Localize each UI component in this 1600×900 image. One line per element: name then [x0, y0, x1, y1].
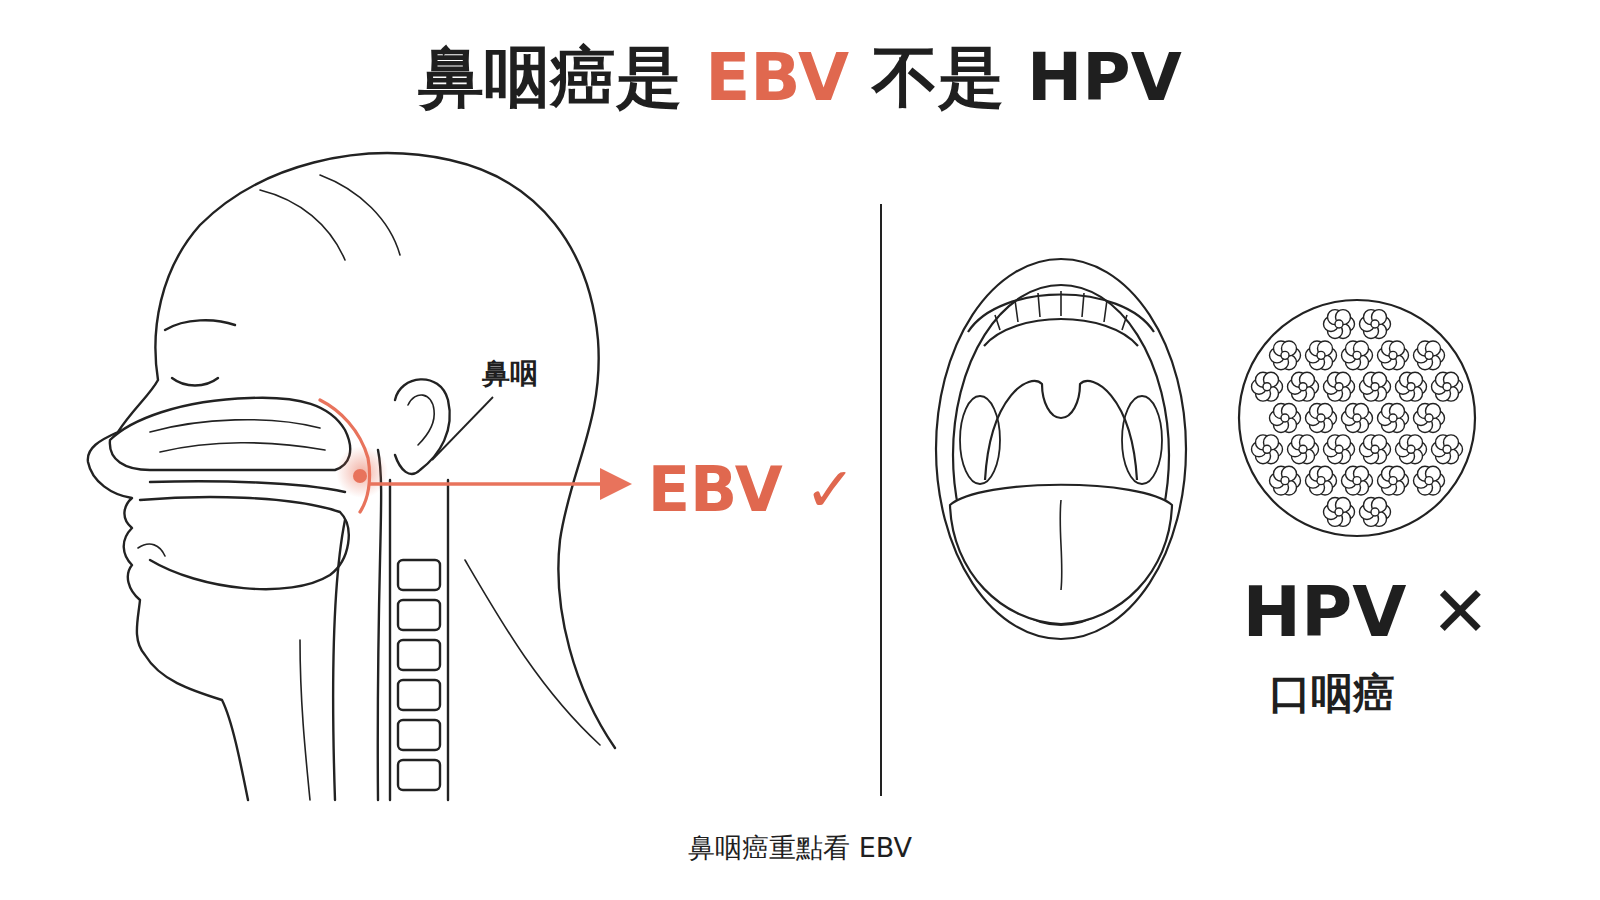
capsomere — [1270, 341, 1301, 370]
capsomere — [1324, 435, 1355, 464]
leader-line — [432, 397, 493, 460]
nasopharynx-dot — [353, 469, 367, 483]
capsomere — [1414, 466, 1445, 495]
arrow-line — [370, 482, 605, 486]
capsomere — [1360, 310, 1391, 339]
capsomere — [1252, 435, 1283, 464]
capsomere — [1360, 372, 1391, 401]
capsomere — [1342, 466, 1373, 495]
head-section — [88, 153, 615, 800]
capsomere — [1306, 341, 1337, 370]
capsomere — [1378, 404, 1409, 433]
capsomere — [1270, 404, 1301, 433]
capsomere — [1378, 341, 1409, 370]
caption: 鼻咽癌重點看 EBV — [688, 832, 912, 863]
capsomere — [1396, 372, 1427, 401]
capsomere — [1324, 498, 1355, 527]
capsomere — [1396, 435, 1427, 464]
title: 鼻咽癌是 EBV 不是 HPV — [418, 40, 1181, 116]
divider — [880, 204, 882, 796]
capsomere — [1270, 466, 1301, 495]
capsomere — [1342, 341, 1373, 370]
capsomere — [1252, 372, 1283, 401]
capsomere — [1306, 466, 1337, 495]
nasopharynx-highlight — [320, 400, 370, 512]
virus-cross-label: HPV ✕ — [1242, 572, 1489, 653]
capsomere — [1360, 435, 1391, 464]
capsomere — [1324, 310, 1355, 339]
capsomere — [1342, 404, 1373, 433]
capsomere — [1288, 435, 1319, 464]
region-label: 鼻咽 — [482, 358, 538, 390]
nasopharynx-glow — [336, 446, 388, 498]
arrow-head — [600, 468, 632, 500]
open-mouth — [936, 259, 1186, 639]
capsomere — [1432, 435, 1463, 464]
capsomere — [1360, 498, 1391, 527]
capsomere — [1288, 372, 1319, 401]
capsomere — [1414, 404, 1445, 433]
cancer-label: 口咽癌 — [1269, 670, 1395, 718]
capsomere — [1414, 341, 1445, 370]
capsomere — [1324, 372, 1355, 401]
capsomere — [1306, 404, 1337, 433]
virus-check-label: EBV ✓ — [648, 454, 857, 525]
capsomere — [1432, 372, 1463, 401]
hpv-virus — [1239, 300, 1475, 536]
capsomere — [1378, 466, 1409, 495]
